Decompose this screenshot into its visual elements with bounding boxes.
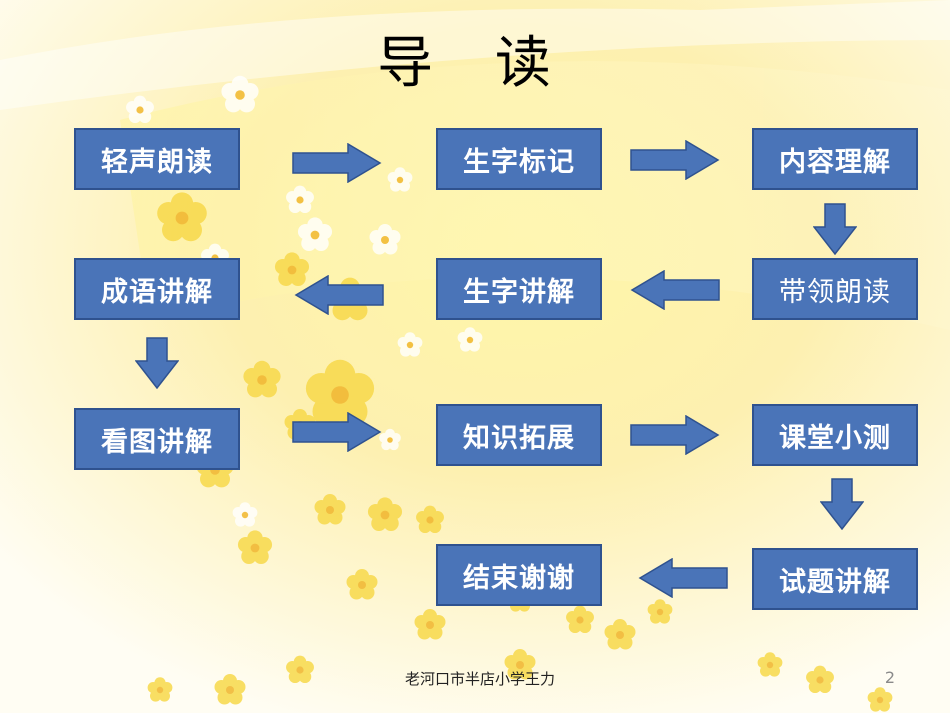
step-box-7[interactable]: 看图讲解 [74,408,240,470]
arrow-right-icon [630,140,720,180]
slide-footer: 老河口市半店小学王力 [404,670,555,688]
arrow-left-icon [630,270,720,310]
step-box-1[interactable]: 轻声朗读 [74,128,240,190]
arrow-right-icon [630,415,720,455]
step-box-6[interactable]: 成语讲解 [74,258,240,320]
arrow-left-icon [638,558,728,598]
step-box-9[interactable]: 课堂小测 [752,404,918,466]
step-box-8[interactable]: 知识拓展 [436,404,602,466]
step-box-3[interactable]: 内容理解 [752,128,918,190]
page-number: 2 [884,668,896,687]
slide-title: 导 读 [377,31,573,96]
step-box-5[interactable]: 生字讲解 [436,258,602,320]
arrow-down-icon [820,478,864,530]
step-box-2[interactable]: 生字标记 [436,128,602,190]
step-box-4[interactable]: 带领朗读 [752,258,918,320]
step-box-10[interactable]: 试题讲解 [752,548,918,610]
arrow-right-icon [292,412,382,452]
step-box-11[interactable]: 结束谢谢 [436,544,602,606]
arrow-left-icon [294,275,384,315]
arrow-down-icon [135,337,179,389]
arrow-down-icon [813,203,857,255]
arrow-right-icon [292,143,382,183]
